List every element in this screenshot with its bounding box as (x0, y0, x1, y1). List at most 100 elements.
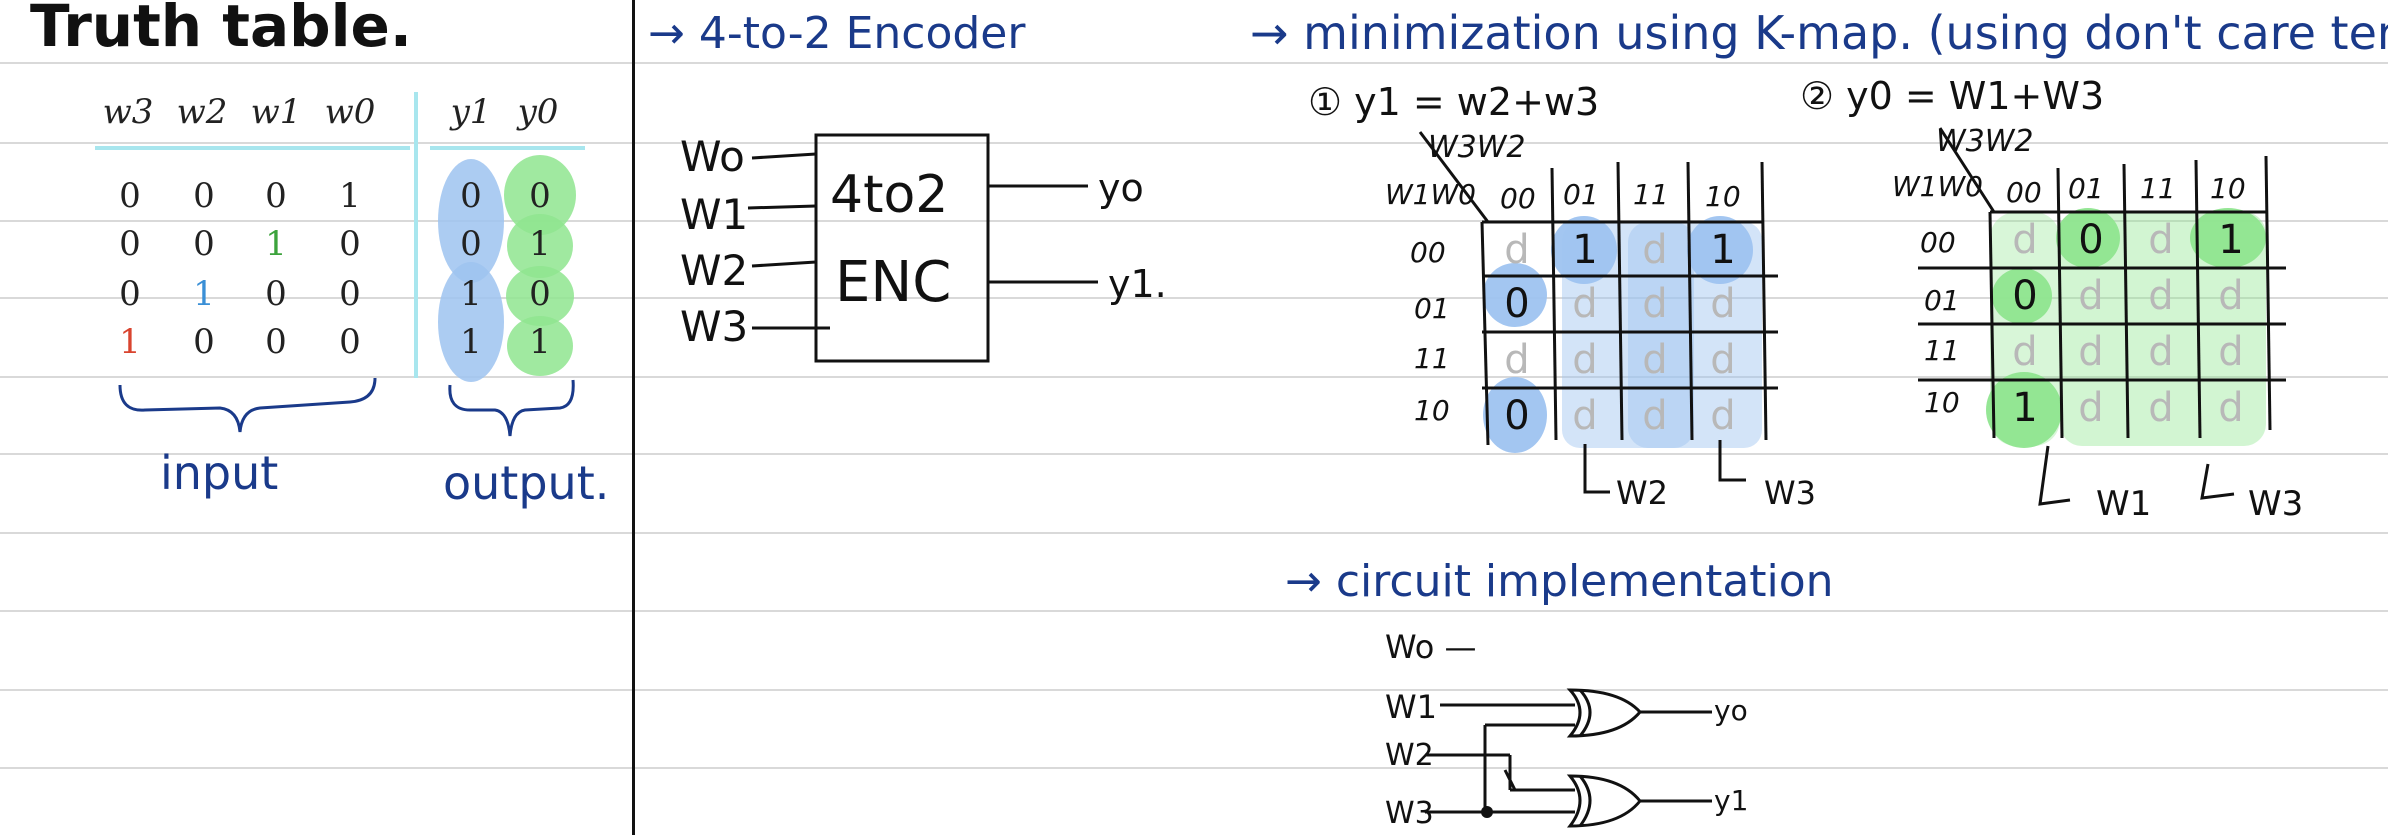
encoder-box (814, 133, 990, 363)
map2-cell-dontcare: d (2012, 217, 2038, 263)
table-cell: 0 (193, 224, 215, 264)
map1-cell-one: 1 (1710, 227, 1736, 273)
encoder-output-y1: y1. (1108, 262, 1167, 306)
map1-col-var: W3W2 (1428, 130, 1526, 165)
map2-col-label: 11 (2140, 172, 2176, 205)
map1-group-label: W2 (1616, 474, 1668, 512)
map1-row-var: W1W0 (1385, 178, 1476, 211)
circuit-input-w3: W3 (1385, 796, 1434, 831)
table-cell: 0 (339, 322, 361, 362)
map2-cell-dontcare: d (2148, 217, 2174, 263)
table-cell: 0 (529, 274, 551, 314)
map2-cell-dontcare: d (2078, 273, 2104, 319)
map2-row-label: 11 (1924, 334, 1960, 367)
y0-r1-highlight (504, 155, 576, 235)
map2-cell-dontcare: d (2218, 329, 2244, 375)
table-cell: 0 (193, 322, 215, 362)
table-cell: 0 (460, 176, 482, 216)
map1-row-label: 11 (1414, 342, 1450, 375)
table-cell: 0 (265, 274, 287, 314)
encoder-output-y0: yo (1098, 166, 1144, 210)
map1-cell-dontcare: d (1572, 337, 1598, 383)
header-w0: w0 (324, 92, 376, 132)
table-cell: 0 (460, 224, 482, 264)
table-cell: 0 (529, 176, 551, 216)
encoder-box-label-bottom: ENC (835, 250, 952, 315)
map1-row-label: 00 (1410, 236, 1446, 269)
map1-cell-zero: 0 (1504, 281, 1530, 327)
map1-cell-dontcare: d (1710, 281, 1736, 327)
map1-col-label: 01 (1563, 178, 1599, 211)
ruled-line (0, 376, 2388, 378)
kmap-heading: → minimization using K-map. (using don't… (1250, 6, 2388, 60)
y0-r2-highlight (507, 214, 573, 278)
table-cell: 0 (265, 176, 287, 216)
circuit-input-w1: W1 (1385, 688, 1437, 726)
header-w1: w1 (250, 92, 302, 132)
ruled-line (0, 689, 2388, 691)
map2-row-label: 00 (1920, 226, 1956, 259)
header-y0: y0 (517, 92, 559, 132)
map2-cell-dontcare: d (2012, 329, 2038, 375)
ruled-line (0, 453, 2388, 455)
map1-cell-dontcare: d (1710, 337, 1736, 383)
ruled-line (0, 610, 2388, 612)
table-cell-highlighted: 1 (193, 274, 215, 314)
header-w3: w3 (102, 92, 154, 132)
map2-cell-zero: 0 (2012, 273, 2038, 319)
table-cell-highlighted: 1 (265, 224, 287, 264)
table-cell: 0 (119, 274, 141, 314)
map1-equation: ① y1 = w2+w3 (1308, 80, 1600, 124)
ruled-line (0, 220, 2388, 222)
ruled-line (0, 297, 2388, 299)
map2-row-label: 10 (1924, 386, 1960, 419)
table-cell: 1 (460, 274, 482, 314)
map2-cell-dontcare: d (2078, 329, 2104, 375)
table-cell: 0 (119, 176, 141, 216)
map2-group-label: W3 (2248, 484, 2304, 524)
map2-cell-dontcare: d (2148, 385, 2174, 431)
y1-high-highlight (438, 159, 504, 283)
map1-cell-dontcare: d (1642, 227, 1668, 273)
truth-table-title: Truth table. (30, 0, 412, 60)
map1-cell-zero: 0 (1504, 393, 1530, 439)
encoder-input-w3: W3 (680, 302, 749, 351)
encoder-heading: → 4-to-2 Encoder (648, 8, 1026, 59)
map1-cell-dontcare: d (1642, 337, 1668, 383)
table-cell: 1 (460, 322, 482, 362)
table-cell: 0 (119, 224, 141, 264)
map1-col-label: 10 (1705, 180, 1741, 213)
map1-cell-dontcare: d (1642, 281, 1668, 327)
map2-cell-dontcare: d (2218, 273, 2244, 319)
table-cell: 0 (265, 322, 287, 362)
table-cell: 1 (339, 176, 361, 216)
header-y1: y1 (450, 92, 492, 132)
map1-cell-dontcare: d (1710, 393, 1736, 439)
map1-col-label: 11 (1633, 178, 1669, 211)
map2-cell-one: 1 (2012, 385, 2038, 431)
map2-col-label: 01 (2068, 172, 2104, 205)
table-cell: 0 (339, 224, 361, 264)
map1-group-label: W3 (1764, 474, 1816, 512)
map2-row-label: 01 (1924, 284, 1960, 317)
table-cell: 1 (529, 224, 551, 264)
output-label: output. (443, 456, 610, 510)
circuit-input-w0: Wo — (1385, 628, 1477, 666)
table-cell: 1 (529, 322, 551, 362)
map1-cell-dontcare: d (1572, 281, 1598, 327)
circuit-output-y0: yo (1714, 694, 1748, 727)
circuit-input-w2: W2 (1385, 738, 1434, 773)
map2-col-label: 10 (2210, 172, 2246, 205)
table-cell: 0 (339, 274, 361, 314)
map1-cell-dontcare: d (1642, 393, 1668, 439)
ruled-line (0, 532, 2388, 534)
map1-cell-dontcare: d (1504, 337, 1530, 383)
y0-r4-highlight (507, 316, 573, 376)
encoder-box-label-top: 4to2 (830, 165, 949, 225)
table-cell-highlighted: 1 (119, 322, 141, 362)
ruled-line (0, 62, 2388, 64)
